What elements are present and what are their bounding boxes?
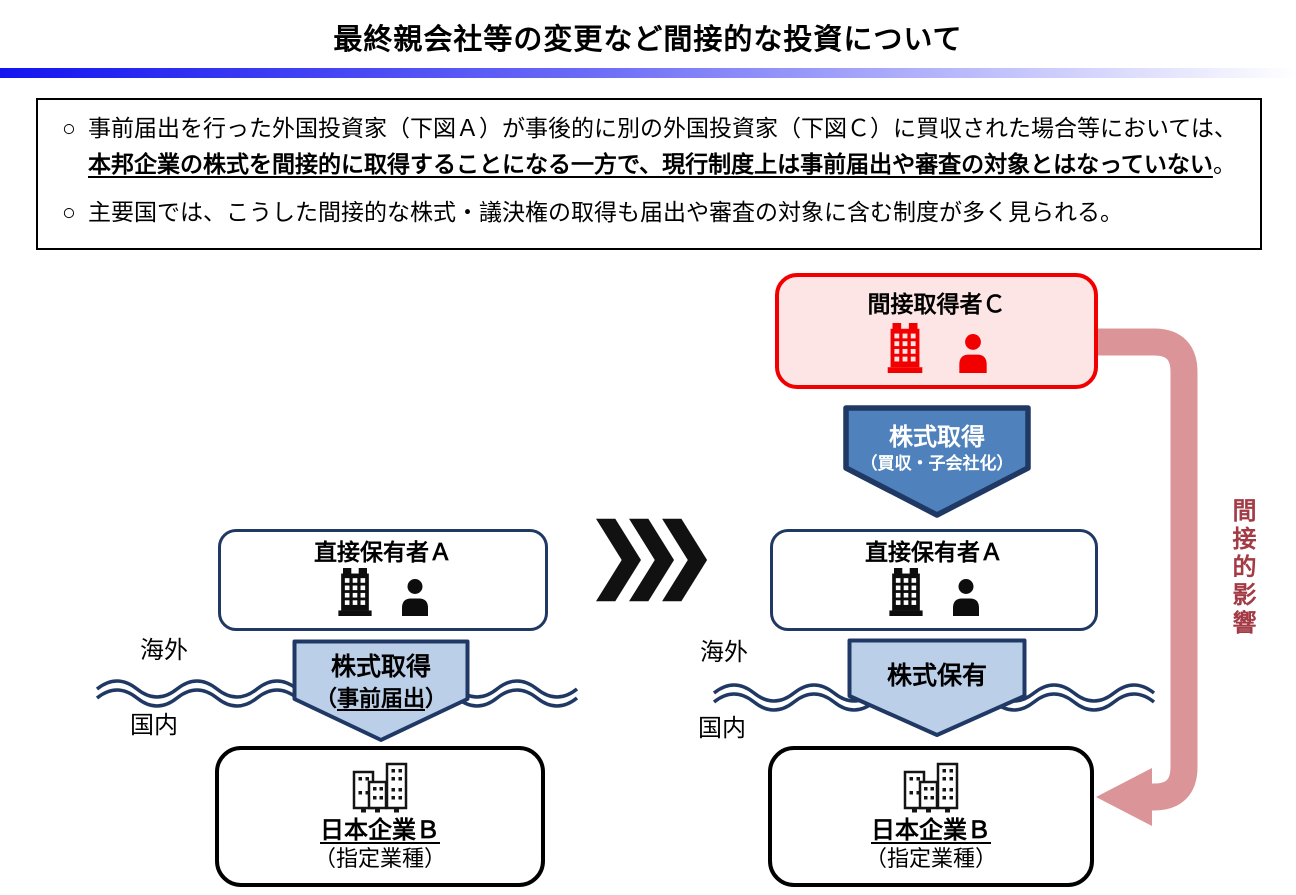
- japanese-company-b-label: 日本企業Ｂ: [320, 817, 440, 844]
- company-buildings-icon: [898, 758, 964, 814]
- indirect-acquirer-c-label: 間接取得者Ｃ: [867, 291, 1006, 317]
- indirect-acquirer-c-box: 間接取得者Ｃ: [775, 273, 1098, 389]
- bullet-1-period: 。: [1212, 151, 1236, 177]
- page-title: 最終親会社等の変更など間接的な投資について: [333, 24, 963, 56]
- building-icon: [887, 568, 925, 616]
- circle-bullet-icon: ○: [62, 199, 76, 225]
- japanese-company-b-box-after: 日本企業Ｂ （指定業種）: [768, 746, 1094, 887]
- circle-bullet-icon: ○: [62, 115, 76, 141]
- person-icon-red: [957, 333, 989, 373]
- acquisition-subsidiary-sublabel: （買収・子会社化）: [860, 454, 1014, 473]
- indirect-influence-label: 間接的影響: [1228, 498, 1255, 638]
- overseas-label-left: 海外: [140, 637, 188, 664]
- prior-notification-label: （事前届出）: [292, 681, 470, 713]
- bullet-1-normal: 事前届出を行った外国投資家（下図Ａ）が事後的に別の外国投資家（下図Ｃ）に買収され…: [88, 115, 1237, 141]
- direct-holder-a-box-after: 直接保有者Ａ: [770, 529, 1098, 631]
- stock-holding-label: 株式保有: [886, 662, 987, 690]
- designated-industry-label: （指定業種）: [864, 846, 997, 871]
- domestic-label-right: 国内: [698, 715, 746, 742]
- overseas-label-right: 海外: [700, 639, 748, 666]
- paren-open: （: [314, 686, 337, 711]
- building-icon: [336, 568, 374, 616]
- domestic-label-left: 国内: [130, 712, 178, 739]
- prior-notification-underlined: 事前届出: [336, 686, 425, 711]
- stock-acquisition-subsidiary-arrow: 株式取得 （買収・子会社化）: [843, 405, 1031, 519]
- summary-box: ○ 事前届出を行った外国投資家（下図Ａ）が事後的に別の外国投資家（下図Ｃ）に買収…: [36, 98, 1262, 250]
- stock-acquisition-arrow-before: 株式取得 （事前届出）: [292, 639, 470, 743]
- direct-holder-a-label: 直接保有者Ａ: [865, 539, 1003, 565]
- stock-acquisition-label-2: 株式取得: [889, 424, 985, 451]
- company-buildings-icon: [347, 758, 413, 814]
- title-accent-bar: [0, 68, 1296, 78]
- bullet-1-emphasis: 本邦企業の株式を間接的に取得することになる一方で、現行制度上は事前届出や審査の対…: [88, 151, 1213, 177]
- japanese-company-b-label: 日本企業Ｂ: [871, 817, 991, 844]
- summary-bullet-2: ○ 主要国では、こうした間接的な株式・議決権の取得も届出や審査の対象に含む制度が…: [50, 194, 1246, 230]
- person-icon: [951, 578, 981, 616]
- building-icon-red: [885, 323, 925, 373]
- direct-holder-a-box-before: 直接保有者Ａ: [218, 529, 548, 631]
- paren-close: ）: [425, 686, 448, 711]
- summary-bullet-1: ○ 事前届出を行った外国投資家（下図Ａ）が事後的に別の外国投資家（下図Ｃ）に買収…: [50, 110, 1246, 182]
- japanese-company-b-box-before: 日本企業Ｂ （指定業種）: [215, 746, 545, 887]
- chevron-triple-icon: [596, 518, 708, 602]
- designated-industry-label: （指定業種）: [313, 846, 446, 871]
- summary-bullet-1-text: 事前届出を行った外国投資家（下図Ａ）が事後的に別の外国投資家（下図Ｃ）に買収され…: [88, 110, 1246, 182]
- summary-bullet-2-text: 主要国では、こうした間接的な株式・議決権の取得も届出や審査の対象に含む制度が多く…: [88, 199, 1123, 225]
- stock-holding-arrow: 株式保有: [847, 638, 1027, 738]
- stock-acquisition-label: 株式取得: [330, 653, 431, 681]
- direct-holder-a-label: 直接保有者Ａ: [314, 539, 452, 565]
- person-icon: [400, 578, 430, 616]
